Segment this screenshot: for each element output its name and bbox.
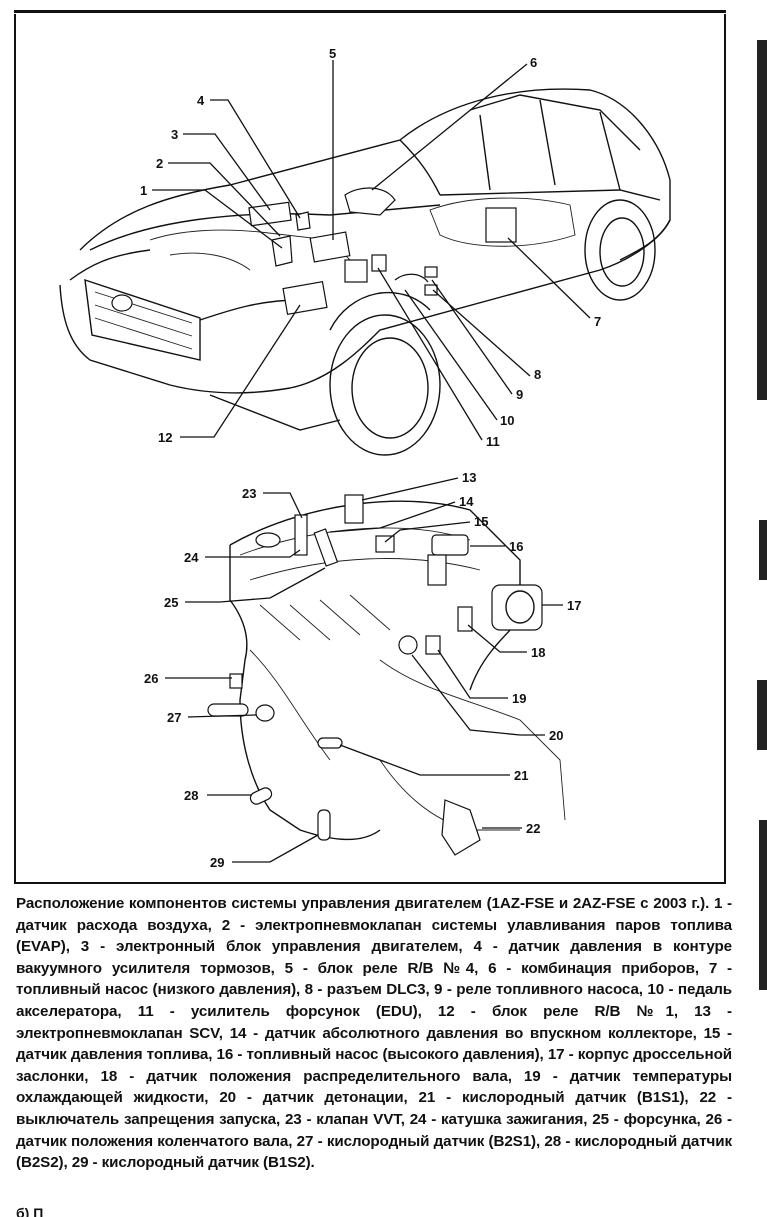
callout-4: 4 bbox=[197, 93, 205, 108]
callout-20: 20 bbox=[549, 728, 563, 743]
next-section-fragment: б) П bbox=[16, 1205, 44, 1217]
callout-2: 2 bbox=[156, 156, 163, 171]
scan-edge-mark-2 bbox=[759, 520, 767, 580]
callout-29: 29 bbox=[210, 855, 224, 870]
callout-9: 9 bbox=[516, 387, 523, 402]
callout-10: 10 bbox=[500, 413, 514, 428]
engine-components-diagram: 1 2 3 4 5 6 7 8 9 10 11 12 13 14 15 16 1… bbox=[59, 46, 671, 870]
scan-edge-mark-4 bbox=[759, 820, 767, 990]
callout-6: 6 bbox=[530, 55, 537, 70]
engine-illustration bbox=[207, 494, 566, 856]
callout-22: 22 bbox=[526, 821, 540, 836]
car-illustration bbox=[59, 88, 671, 456]
callout-18: 18 bbox=[531, 645, 545, 660]
callout-16: 16 bbox=[509, 539, 523, 554]
callout-25: 25 bbox=[164, 595, 178, 610]
callout-26: 26 bbox=[144, 671, 158, 686]
callout-24: 24 bbox=[184, 550, 199, 565]
figure-caption: Расположение компонентов системы управле… bbox=[16, 895, 732, 1172]
callout-28: 28 bbox=[184, 788, 198, 803]
scan-edge-mark-1 bbox=[757, 40, 767, 400]
callout-13: 13 bbox=[462, 470, 476, 485]
top-leader-lines bbox=[152, 60, 591, 441]
callout-3: 3 bbox=[171, 127, 178, 142]
figure-frame bbox=[14, 14, 726, 884]
callout-21: 21 bbox=[514, 768, 528, 783]
callout-15: 15 bbox=[474, 514, 488, 529]
callout-23: 23 bbox=[242, 486, 256, 501]
top-rule bbox=[14, 10, 726, 13]
scan-edge-mark-3 bbox=[757, 680, 767, 750]
callout-labels: 1 2 3 4 5 6 7 8 9 10 11 12 13 14 15 16 1… bbox=[140, 46, 601, 870]
callout-12: 12 bbox=[158, 430, 172, 445]
callout-1: 1 bbox=[140, 183, 147, 198]
callout-7: 7 bbox=[594, 314, 601, 329]
callout-14: 14 bbox=[459, 494, 474, 509]
callout-17: 17 bbox=[567, 598, 581, 613]
callout-11: 11 bbox=[486, 434, 500, 449]
callout-8: 8 bbox=[534, 367, 541, 382]
callout-19: 19 bbox=[512, 691, 526, 706]
callout-5: 5 bbox=[329, 46, 336, 61]
callout-27: 27 bbox=[167, 710, 181, 725]
bottom-leader-lines bbox=[165, 477, 563, 863]
